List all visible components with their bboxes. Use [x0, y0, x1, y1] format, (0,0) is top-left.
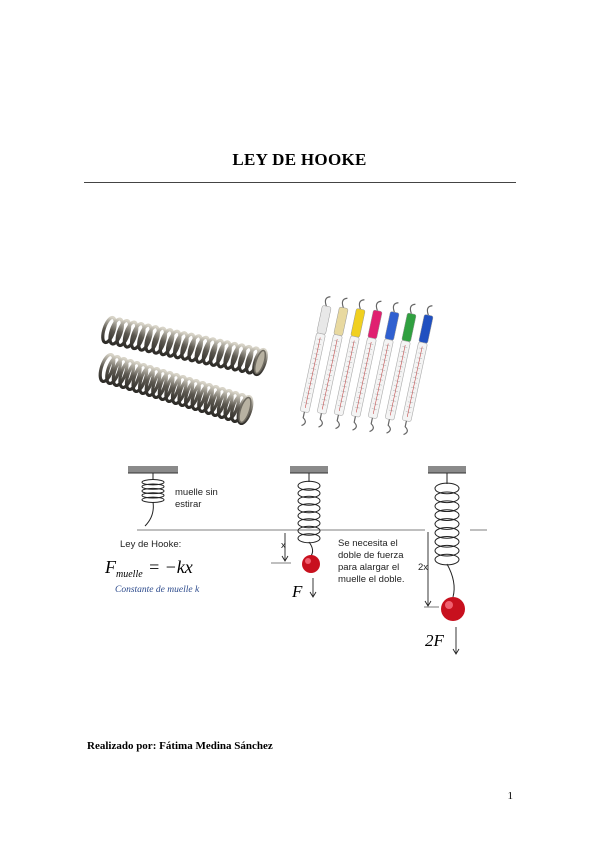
page-title: LEY DE HOOKE [232, 150, 367, 169]
constant-caption: Constante de muelle k [115, 585, 200, 595]
force-label: F [291, 582, 303, 601]
formula-subscript: muelle [116, 569, 143, 580]
law-heading: Ley de Hooke: [120, 539, 181, 550]
note-line-2: doble de fuerza [338, 550, 404, 561]
note-line-3: para alargar el [338, 562, 399, 573]
hooke-law-diagram: muelle sin estirar Ley de Hooke: F muell… [104, 466, 487, 655]
author-credit: Realizado por: Fátima Medina Sánchez [87, 740, 273, 752]
ceiling-1 [128, 466, 178, 473]
coil-springs-image [98, 315, 268, 426]
unstretched-label-2: estirar [175, 499, 201, 510]
x-label: x [281, 540, 286, 551]
title-rule [84, 182, 516, 183]
note-line-1: Se necesita el [338, 538, 398, 549]
twox-label: 2x [418, 562, 428, 573]
double-force-label: 2F [425, 631, 445, 650]
unstretched-label: muelle sin [175, 487, 218, 498]
mass-ball-1 [302, 555, 320, 573]
formula-F: F [104, 557, 117, 577]
formula-rhs: = −kx [148, 557, 193, 577]
note-line-4: muelle el doble. [338, 574, 405, 585]
ceiling-2 [290, 466, 328, 473]
page-number: 1 [507, 790, 514, 802]
dynamometers-image [300, 296, 434, 436]
mass-ball-2 [441, 597, 465, 621]
ceiling-3 [428, 466, 466, 473]
